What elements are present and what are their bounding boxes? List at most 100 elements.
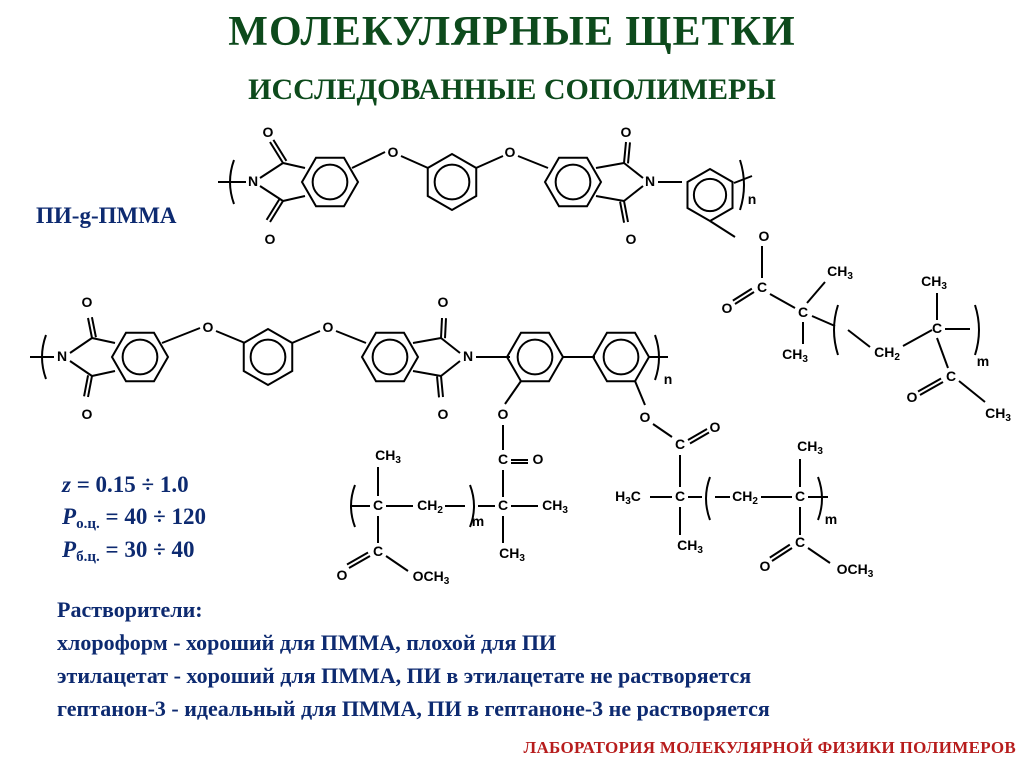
ether-oxygen: O [203,319,214,335]
double-bond [619,201,626,223]
ester-oxygen: O [759,228,770,244]
double-bond [87,375,93,398]
double-bond [687,428,708,441]
carbonyl-oxygen: O [337,567,348,583]
double-bond [346,551,369,566]
nitrogen: N [463,348,473,364]
double-bond [265,198,281,221]
repeat-index-m: m [472,513,484,529]
methyl-group: CH3 [499,545,525,564]
methoxy-group: OCH3 [413,568,450,587]
carbonyl-oxygen: O [265,231,276,247]
param-po-sub: о.ц. [76,516,100,532]
nitrogen: N [248,173,258,189]
phthalimide-ring-aromatic [311,163,349,201]
bond [936,337,949,369]
double-bond [769,543,791,559]
carbonyl-oxygen: O [760,558,771,574]
double-bond [443,318,447,339]
bond [769,293,796,309]
phthalimide-ring [543,156,603,208]
bond [69,337,93,354]
double-bond [734,291,755,305]
carbonyl-oxygen: O [82,294,93,310]
double-bond [269,200,284,223]
double-bond [87,317,93,339]
bond [634,380,646,406]
subtitle: ИССЛЕДОВАННЫЕ СОПОЛИМЕРЫ [248,73,776,106]
bond [400,155,429,169]
double-bond [90,317,97,338]
param-pb-sub: б.ц. [76,549,100,565]
quaternary-carbon: C [798,304,808,320]
bond [215,330,246,344]
methyl-group: CH3 [797,438,823,457]
double-bond [771,547,793,562]
bond [623,162,644,179]
methyl-group: CH3 [827,263,853,282]
carbonyl-carbon: C [675,436,685,452]
carbonyl-oxygen: O [263,124,274,140]
repeat-index-m: m [977,353,989,369]
carbonyl-oxygen: O [438,406,449,422]
bond [440,360,461,377]
bond [811,315,836,327]
repeat-index-n: n [664,371,673,387]
bond [440,337,461,354]
param-z-value: = 0.15 ÷ 1.0 [70,472,189,497]
param-pb-value: = 30 ÷ 40 [99,537,195,562]
pmma-bracket-right [974,304,980,356]
double-bond [689,431,710,445]
pmma-bracket-left [705,476,711,521]
quaternary-carbon: C [498,497,508,513]
methyl-group: CH3 [985,405,1011,424]
param-p-main-chain: Pо.ц. = 40 ÷ 120 [62,504,206,533]
carbonyl-carbon: C [373,543,383,559]
backbone-carbon: C [932,320,942,336]
carbonyl-oxygen: O [722,300,733,316]
phthalimide-ring-aromatic [121,338,159,376]
param-pb-symbol: P [62,537,77,562]
backbone-carbon: C [373,497,383,513]
biphenyl-ring-aromatic [516,338,554,376]
carbonyl-oxygen: O [82,406,93,422]
nitrogen: N [645,173,655,189]
pmma-bracket-right [469,484,475,528]
bond [475,155,504,169]
bond [91,337,116,344]
phthalimide-ring [360,331,420,383]
bond [351,151,386,169]
biphenyl-ring-aromatic [602,338,640,376]
bond [807,547,831,564]
ether-oxygen: O [323,319,334,335]
lab-footer: ЛАБОРАТОРИЯ МОЛЕКУЛЯРНОЙ ФИЗИКИ ПОЛИМЕРО… [523,738,1016,757]
solvent-line-ethyl-acetate: этилацетат - хороший для ПММА, ПИ в этил… [57,663,752,688]
double-bond [626,142,631,164]
repeat-bracket-right [654,334,660,381]
bond [623,185,644,202]
bond [652,423,673,438]
bond [595,195,625,202]
phthalimide-ring-aromatic [371,338,409,376]
biphenyl-ring [505,331,565,383]
nitrogen: N [57,348,67,364]
methyl-group: CH3 [677,537,703,556]
methyl-group: CH3 [921,273,947,292]
pmma-bracket-left [833,304,839,356]
repeat-bracket-right [739,159,745,211]
carbonyl-oxygen: O [438,294,449,310]
double-bond [272,139,288,162]
methoxy-group: OCH3 [837,561,874,580]
carbonyl-oxygen: O [621,124,632,140]
bond [69,360,93,377]
double-bond [919,381,944,396]
double-bond [440,317,443,339]
carbonyl-carbon: C [795,534,805,550]
param-po-value: = 40 ÷ 120 [99,504,206,529]
bond [335,330,367,344]
bond [902,329,933,347]
ester-oxygen: O [640,409,651,425]
phthalimide-ring [300,156,360,208]
